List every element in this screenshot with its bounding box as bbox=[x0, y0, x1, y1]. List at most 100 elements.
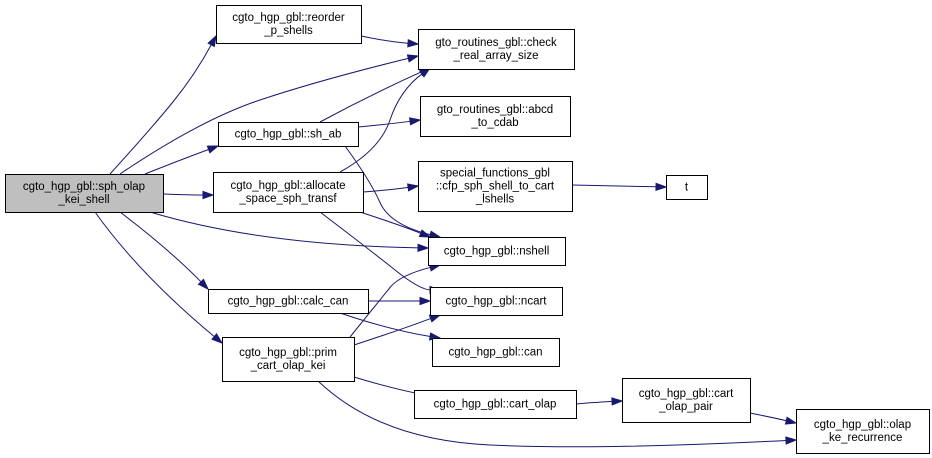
edge-calc_can-to-can bbox=[339, 312, 442, 341]
node-pair[interactable]: cgto_hgp_gbl::cart_olap_pair bbox=[622, 378, 751, 423]
edge-root-to-sh_ab bbox=[144, 145, 220, 175]
node-label: _kei_shell bbox=[57, 194, 109, 206]
node-check[interactable]: gto_routines_gbl::check_real_array_size bbox=[418, 29, 575, 70]
node-label: _to_cdab bbox=[470, 117, 518, 129]
edge-line bbox=[357, 120, 412, 128]
node-prim[interactable]: cgto_hgp_gbl::prim_cart_olap_kei bbox=[222, 337, 355, 382]
edge-arrowhead bbox=[206, 145, 220, 154]
edge-line bbox=[353, 376, 422, 395]
edge-reorder-to-check bbox=[360, 35, 420, 48]
edge-sh_ab-to-check bbox=[319, 67, 432, 123]
node-calc-can[interactable]: cgto_hgp_gbl::calc_can bbox=[208, 289, 369, 314]
edge-line bbox=[119, 211, 203, 283]
edge-arrowhead bbox=[419, 296, 432, 306]
node-allocate[interactable]: cgto_hgp_gbl::allocate_space_sph_transf bbox=[213, 172, 364, 213]
node-box bbox=[213, 172, 364, 213]
edge-arrowhead bbox=[418, 229, 432, 238]
node-label: cgto_hgp_gbl::reorder bbox=[232, 12, 345, 24]
node-box bbox=[420, 96, 571, 137]
edge-line bbox=[119, 57, 410, 175]
edge-arrowhead bbox=[202, 190, 215, 200]
node-ncart[interactable]: cgto_hgp_gbl::ncart bbox=[430, 287, 563, 316]
node-can[interactable]: cgto_hgp_gbl::can bbox=[432, 338, 560, 367]
edge-calc_can-to-ncart bbox=[367, 296, 432, 306]
edge-line bbox=[571, 184, 658, 188]
edge-arrowhead bbox=[785, 436, 798, 445]
node-box bbox=[208, 289, 369, 314]
node-label: cgto_hgp_gbl::can bbox=[449, 347, 543, 359]
node-box bbox=[428, 237, 566, 266]
nodes-layer: cgto_hgp_gbl::sph_olap_kei_shellcgto_hgp… bbox=[5, 5, 930, 454]
edge-arrowhead bbox=[406, 54, 420, 63]
edge-root-to-nshell bbox=[149, 211, 430, 253]
node-root: cgto_hgp_gbl::sph_olap_kei_shell bbox=[5, 174, 164, 213]
edge-prim-to-olapke bbox=[317, 380, 798, 448]
edge-allocate-to-cfp bbox=[362, 183, 420, 193]
edge-line bbox=[319, 211, 432, 291]
node-box bbox=[218, 122, 359, 147]
edge-arrowhead bbox=[784, 416, 798, 425]
edge-arrowhead bbox=[428, 314, 442, 323]
node-label: t bbox=[685, 182, 689, 194]
edge-arrowhead bbox=[417, 243, 430, 253]
node-label: _cart_olap_kei bbox=[250, 360, 326, 372]
edge-arrowhead bbox=[211, 333, 224, 344]
node-label: _space_sph_transf bbox=[238, 193, 337, 205]
node-box bbox=[666, 175, 708, 200]
node-olapke[interactable]: cgto_hgp_gbl::olap_ke_recurrence bbox=[796, 409, 930, 454]
edge-line bbox=[149, 211, 420, 249]
node-box bbox=[432, 338, 560, 367]
node-label: _p_shells bbox=[263, 25, 313, 37]
edge-line bbox=[339, 312, 432, 338]
node-box bbox=[622, 378, 751, 423]
edge-arrowhead bbox=[407, 39, 420, 48]
edge-cfp-to-t bbox=[571, 182, 668, 191]
node-cfp[interactable]: special_functions_gbl::cfp_sph_shell_to_… bbox=[418, 161, 573, 212]
node-nshell[interactable]: cgto_hgp_gbl::nshell bbox=[428, 237, 566, 266]
edge-root-to-prim bbox=[94, 211, 224, 344]
node-label: cgto_hgp_gbl::calc_can bbox=[228, 296, 349, 308]
node-reorder[interactable]: cgto_hgp_gbl::reorder_p_shells bbox=[216, 5, 362, 44]
node-abcd[interactable]: gto_routines_gbl::abcd_to_cdab bbox=[420, 96, 571, 137]
edge-line bbox=[362, 186, 410, 193]
node-label: cgto_hgp_gbl::cart bbox=[639, 388, 734, 400]
node-label: gto_routines_gbl::check bbox=[435, 37, 557, 49]
edge-line bbox=[575, 400, 614, 405]
edge-line bbox=[353, 317, 432, 346]
node-label: cgto_hgp_gbl::sh_ab bbox=[235, 129, 342, 141]
node-label: cgto_hgp_gbl::nshell bbox=[444, 246, 550, 258]
node-label: _lshells bbox=[475, 194, 515, 206]
node-label: cgto_hgp_gbl::cart_olap bbox=[434, 399, 557, 411]
edge-line bbox=[339, 72, 424, 173]
node-label: special_functions_gbl bbox=[440, 168, 550, 180]
edge-root-to-allocate bbox=[162, 190, 215, 200]
node-sh-ab[interactable]: cgto_hgp_gbl::sh_ab bbox=[218, 122, 359, 147]
node-label: cgto_hgp_gbl::ncart bbox=[445, 296, 547, 308]
edge-line bbox=[359, 211, 422, 235]
node-label: _ke_recurrence bbox=[822, 432, 903, 444]
node-label: ::cfp_sph_shell_to_cart bbox=[436, 181, 555, 193]
edge-pair-to-olapke bbox=[749, 412, 798, 425]
edge-sh_ab-to-abcd bbox=[357, 117, 422, 128]
edge-line bbox=[162, 193, 205, 196]
node-box bbox=[222, 337, 355, 382]
edge-cart_olap-to-pair bbox=[575, 397, 624, 406]
node-label: cgto_hgp_gbl::sph_olap bbox=[23, 181, 145, 193]
edge-line bbox=[317, 380, 788, 448]
node-cart-olap[interactable]: cgto_hgp_gbl::cart_olap bbox=[414, 390, 577, 419]
node-label: cgto_hgp_gbl::allocate bbox=[230, 180, 345, 192]
edge-arrowhead bbox=[197, 278, 210, 291]
node-label: _real_array_size bbox=[452, 50, 538, 62]
node-t[interactable]: t bbox=[666, 175, 708, 200]
edge-arrowhead bbox=[207, 34, 217, 48]
node-box bbox=[796, 409, 930, 454]
edge-root-to-calc_can bbox=[119, 211, 210, 291]
edges-layer bbox=[94, 34, 798, 448]
edge-line bbox=[349, 266, 432, 338]
edge-line bbox=[109, 43, 213, 175]
node-label: cgto_hgp_gbl::olap bbox=[814, 419, 911, 431]
edge-allocate-to-nshell bbox=[359, 211, 432, 238]
edge-line bbox=[749, 412, 788, 422]
edge-line bbox=[94, 211, 216, 338]
node-box bbox=[418, 161, 573, 212]
